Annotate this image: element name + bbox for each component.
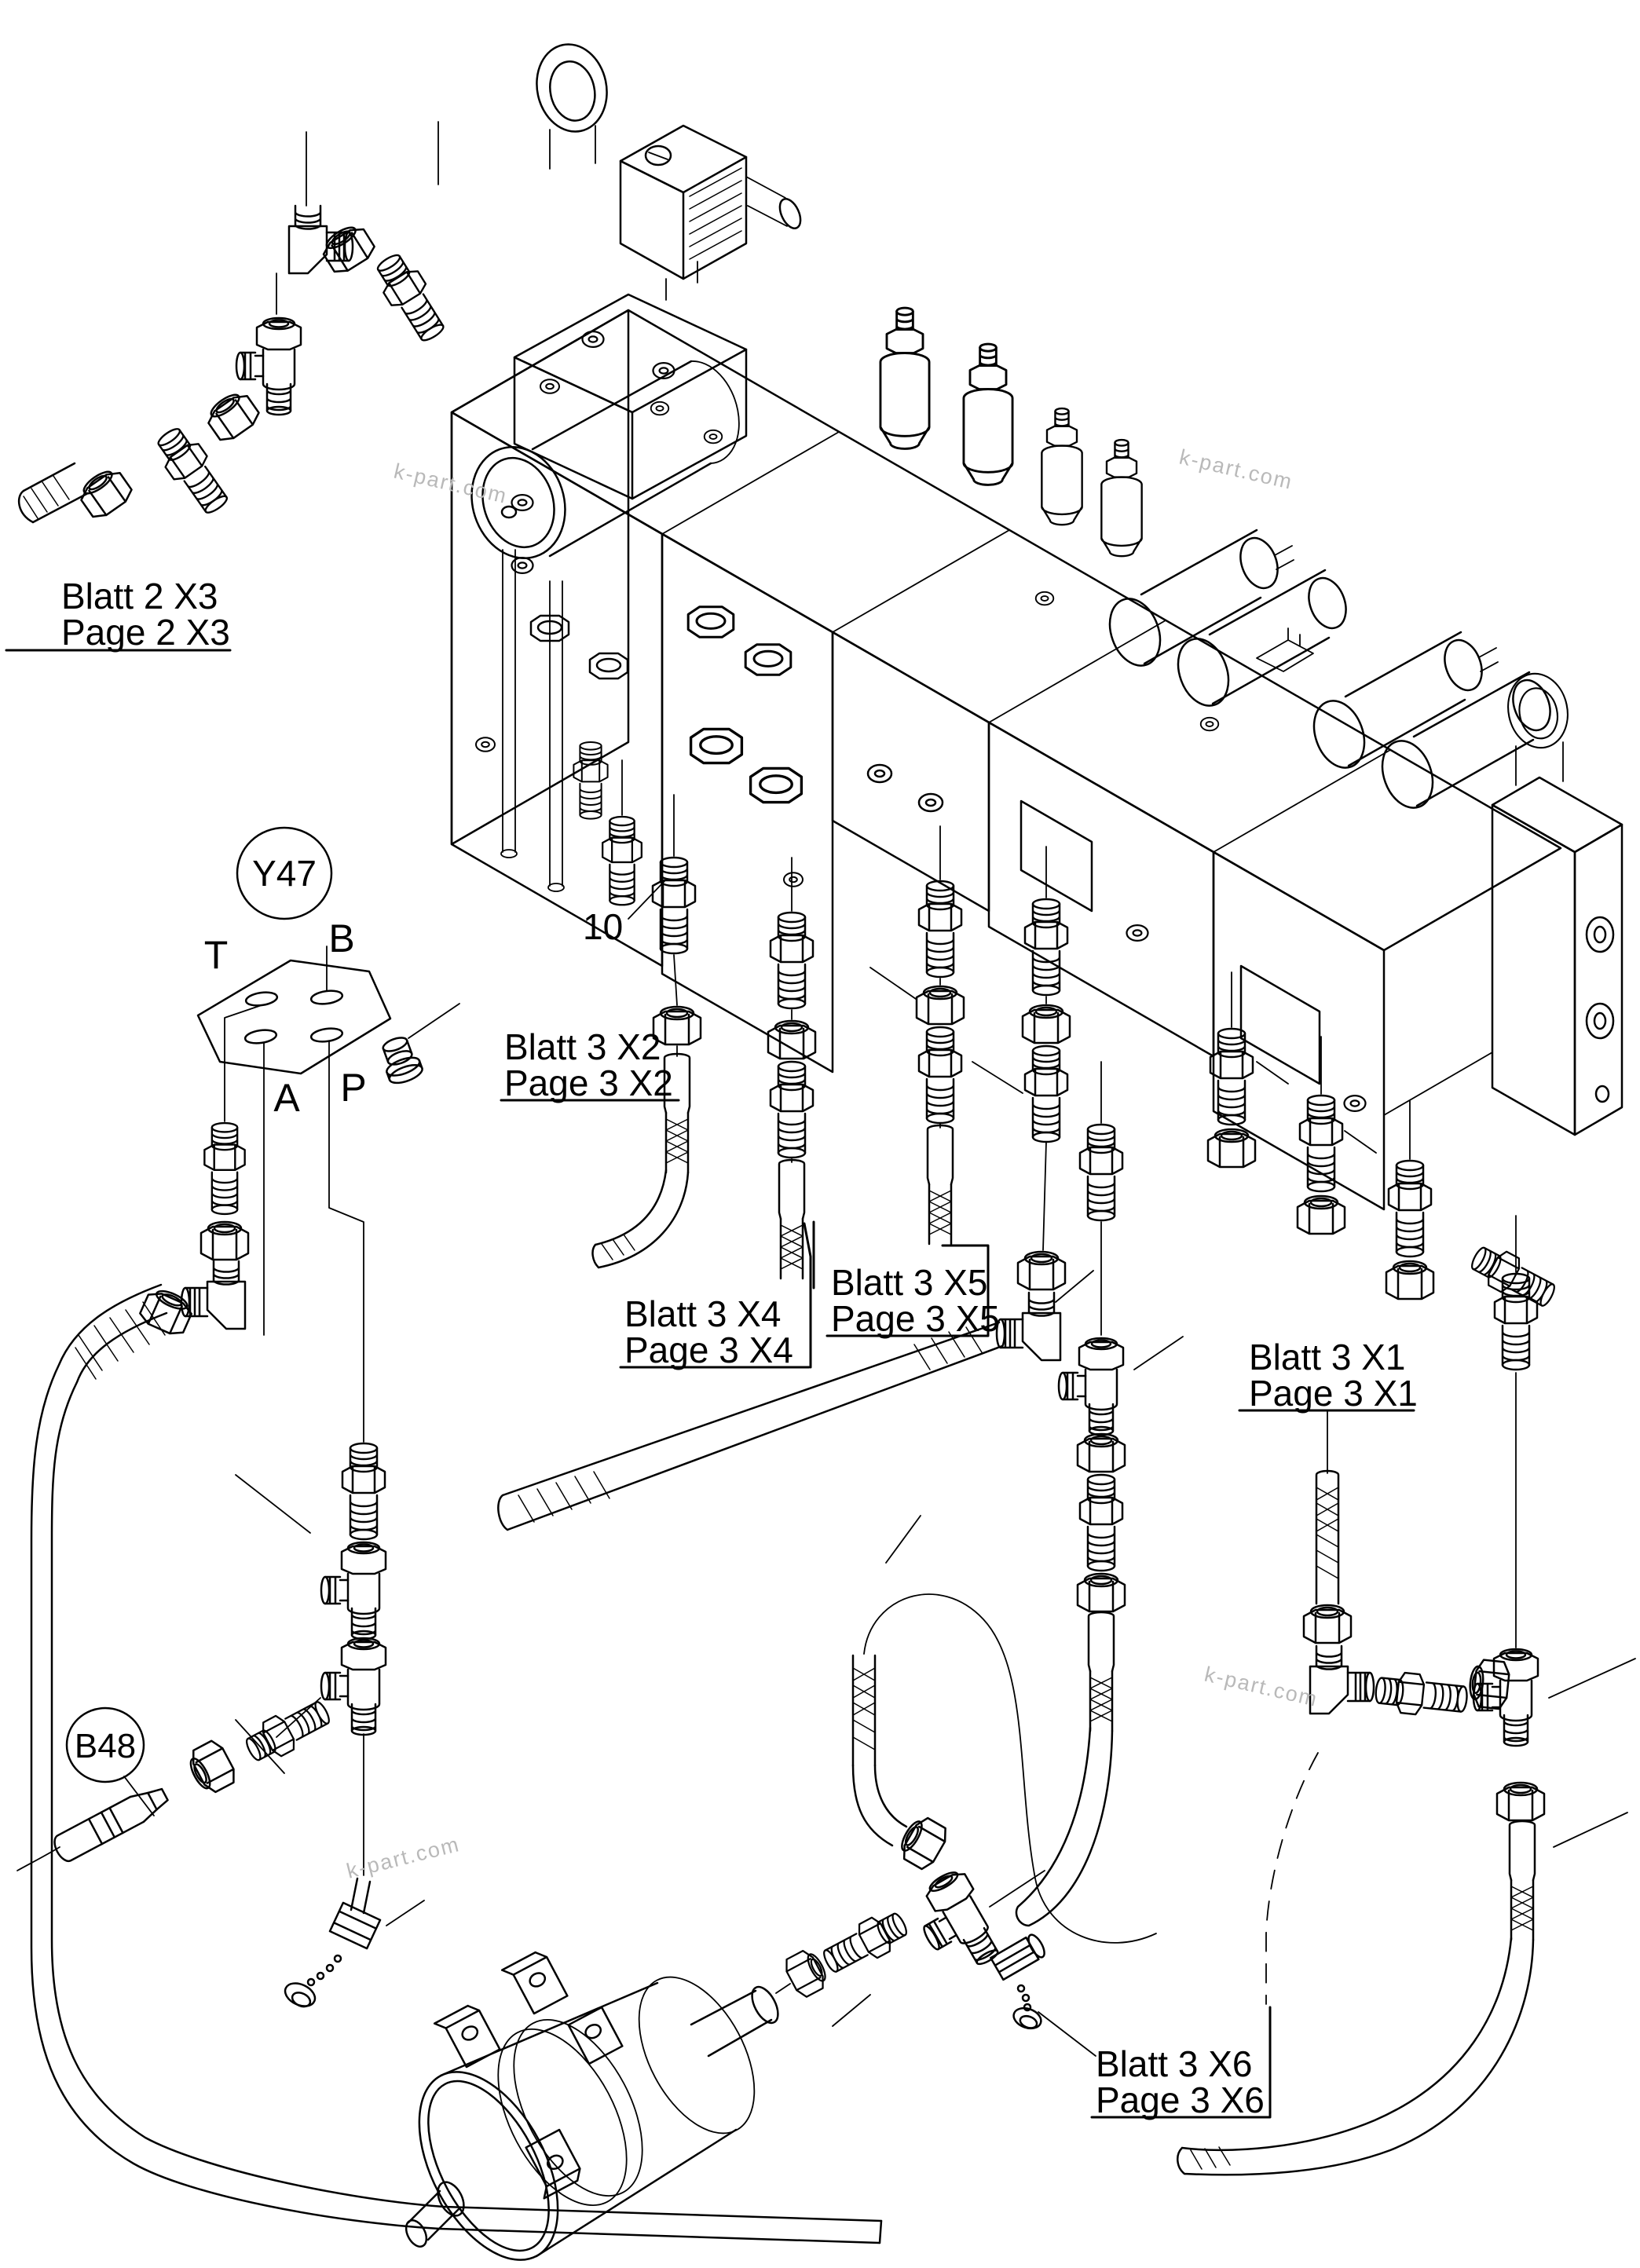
tee-stack-left (16, 1442, 425, 2008)
watermark-text: k-part.com (1177, 445, 1295, 494)
swivel-nut (1495, 1781, 1546, 1822)
label-blatt-3-x5-line1: Blatt 3 X5 (831, 1262, 987, 1303)
test-coupler-capped (284, 1877, 382, 2008)
fitting-adapter (1373, 1669, 1470, 1721)
fitting-adapter (203, 1121, 246, 1216)
fitting-adapter (1298, 1094, 1344, 1193)
swivel-nut (1076, 1432, 1126, 1473)
solenoid-coils-right (1108, 529, 1551, 809)
plate-plug (382, 1037, 423, 1085)
fitting-adapter (917, 880, 963, 979)
elbow-fitting (995, 1291, 1062, 1362)
left-hose-loop (30, 1283, 883, 2244)
swivel-nut (1302, 1604, 1353, 1644)
cartridge-valve (1100, 438, 1143, 558)
swivel-nut (915, 985, 965, 1026)
fitting-chains (497, 759, 1561, 1927)
hose-end-x5 (926, 1124, 954, 1246)
fitting-group-x3 (17, 121, 453, 524)
lifting-eye-left (528, 36, 616, 140)
fitting-adapter (769, 911, 815, 1010)
label-blatt-3-x6-line1: Blatt 3 X6 (1096, 2043, 1252, 2084)
drain-tubes (500, 549, 565, 892)
tee-fitting (320, 1637, 387, 1736)
accumulator (405, 1951, 779, 2261)
front-face-details (474, 401, 1367, 1113)
elbow-fitting (180, 1260, 247, 1330)
y47-balloon (236, 826, 333, 920)
tee-fitting (320, 1541, 387, 1641)
label-blatt-3-x1-line1: Blatt 3 X1 (1249, 1337, 1405, 1377)
fitting-adapter (1023, 898, 1069, 997)
label-y47: Y47 (252, 853, 317, 894)
cartridge-valve (879, 306, 931, 450)
label-blatt-3-x1-line2: Page 3 X1 (1249, 1373, 1418, 1414)
port-label-p: P (340, 1066, 366, 1110)
fitting-adapter (573, 741, 609, 820)
cartridge-valve (1041, 407, 1083, 526)
fitting-adapter (1209, 1027, 1254, 1126)
label-blatt-2-x3-line1: Blatt 2 X3 (61, 576, 218, 616)
swivel-nut (893, 1811, 952, 1874)
hose-end (1087, 1611, 1115, 1732)
b48-balloon (65, 1706, 145, 1783)
b48-pressure-sensor (16, 1787, 169, 1871)
label-blatt-3-x4-line2: Page 3 X4 (624, 1330, 793, 1370)
label-blatt-3-x2-line1: Blatt 3 X2 (504, 1026, 661, 1067)
branch-x1 (1177, 1272, 1636, 2176)
fitting-adapter (1387, 1159, 1433, 1258)
fitting-adapter (1023, 1044, 1069, 1143)
swivel-nut (136, 1283, 197, 1340)
fitting-adapter (769, 1060, 815, 1159)
swivel-nut (1296, 1194, 1346, 1235)
label-blatt-2-x3-line2: Page 2 X3 (61, 612, 230, 653)
label-blatt-3-x2-line2: Page 3 X2 (504, 1063, 673, 1103)
label-item-10: 10 (583, 906, 623, 947)
hose-end-x4 (778, 1158, 806, 1280)
port-label-b: B (328, 916, 354, 960)
fitting-adapter (602, 815, 642, 906)
swivel-nut (182, 1736, 240, 1798)
fitting-adapter (917, 1026, 963, 1125)
fitting-adapter (1078, 1123, 1124, 1222)
port-label-a: A (273, 1076, 300, 1120)
fitting-adapter (240, 1692, 336, 1769)
fitting-adapter-item10 (651, 856, 697, 955)
valve-manifold (450, 36, 1624, 1211)
fitting-adapter (1078, 1473, 1124, 1572)
label-blatt-3-x6-line2: Page 3 X6 (1096, 2080, 1265, 2120)
reference-labels: Blatt 2 X3 Page 2 X3 Blatt 3 X2 Page 3 X… (5, 576, 1418, 2120)
test-coupler-capped (990, 1933, 1096, 2057)
swivel-nut (200, 1220, 250, 1261)
swivel-nut (1385, 1260, 1435, 1300)
elbow-fitting (1309, 1644, 1375, 1715)
cartridge-valve (962, 342, 1014, 486)
y47-assembly (136, 826, 460, 1443)
fitting-adapter (341, 1442, 386, 1541)
tee-fitting (902, 1864, 1009, 1983)
mounting-brackets (433, 1951, 624, 2200)
port-label-t: T (204, 933, 229, 977)
label-blatt-3-x4-line1: Blatt 3 X4 (624, 1293, 781, 1334)
hose-end-x6 (1508, 1820, 1536, 1941)
y47-mounting-plate (196, 959, 392, 1075)
swivel-nut (1076, 1572, 1126, 1613)
swivel-nut (1016, 1250, 1067, 1291)
swivel-nut (1206, 1128, 1257, 1169)
fitting-adapter (817, 1904, 913, 1981)
watermark-text: k-part.com (1203, 1663, 1320, 1711)
mid-bottom-assembly (775, 1515, 1157, 2057)
label-blatt-3-x5-line2: Page 3 X5 (831, 1298, 1000, 1339)
watermark-text: k-part.com (344, 1832, 462, 1883)
end-plate (1383, 776, 1624, 1136)
tee-fitting (1057, 1337, 1125, 1436)
swivel-nut (1021, 1004, 1071, 1044)
label-b48: B48 (75, 1727, 136, 1765)
pilot-solenoid-valve (470, 124, 802, 560)
